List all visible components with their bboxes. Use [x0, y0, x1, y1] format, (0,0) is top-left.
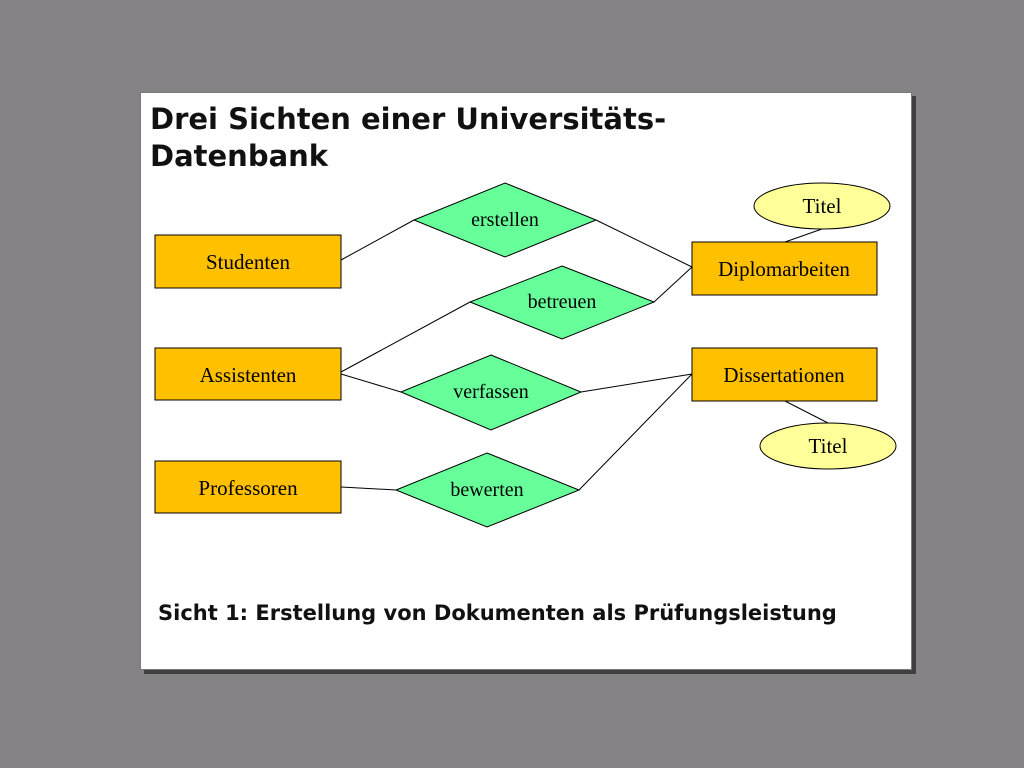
relationship-verfassen-label: verfassen	[453, 381, 529, 403]
line-diplomarbeiten-titel	[784, 228, 823, 243]
entity-dissertationen-label: Dissertationen	[723, 363, 845, 387]
entity-dissertationen: Dissertationen	[691, 347, 878, 402]
relationship-betreuen-label: betreuen	[528, 291, 597, 313]
entity-assistenten-label: Assistenten	[200, 363, 297, 387]
title-line-2: Datenbank	[150, 139, 329, 173]
attribute-diss-titel: Titel	[759, 422, 897, 470]
entity-studenten: Studenten	[154, 234, 342, 289]
line-professoren-bewerten	[340, 486, 397, 491]
line-betreuen-diplomarbeiten	[653, 266, 693, 303]
entity-diplomarbeiten: Diplomarbeiten	[691, 241, 878, 296]
entity-assistenten: Assistenten	[154, 347, 342, 401]
line-assistenten-verfassen	[340, 373, 402, 393]
attribute-diplom-titel: Titel	[753, 182, 891, 230]
entity-professoren: Professoren	[154, 460, 342, 514]
relationship-bewerten: bewerten	[394, 452, 581, 528]
relationship-betreuen: betreuen	[468, 265, 656, 340]
relationship-erstellen-label: erstellen	[471, 209, 539, 231]
title-line-1: Drei Sichten einer Universitäts-	[150, 102, 667, 136]
line-studenten-erstellen	[340, 219, 415, 261]
relationship-erstellen: erstellen	[412, 182, 598, 258]
entity-professoren-label: Professoren	[198, 476, 298, 500]
entity-diplomarbeiten-label: Diplomarbeiten	[718, 257, 850, 281]
relationship-verfassen: verfassen	[399, 354, 583, 431]
attribute-diplom-titel-label: Titel	[803, 194, 842, 218]
line-verfassen-dissertationen	[580, 373, 693, 393]
attribute-diss-titel-label: Titel	[809, 434, 848, 458]
slide-title: Drei Sichten einer Universitäts- Datenba…	[150, 101, 870, 175]
connector-lines	[340, 219, 829, 491]
entity-studenten-label: Studenten	[206, 250, 290, 274]
line-bewerten-dissertationen	[578, 373, 693, 491]
line-erstellen-diplomarbeiten	[595, 219, 693, 268]
line-assistenten-betreuen	[340, 301, 471, 373]
relationship-bewerten-label: bewerten	[450, 479, 523, 501]
slide-caption: Sicht 1: Erstellung von Dokumenten als P…	[158, 601, 837, 625]
line-dissertationen-titel	[784, 400, 829, 424]
